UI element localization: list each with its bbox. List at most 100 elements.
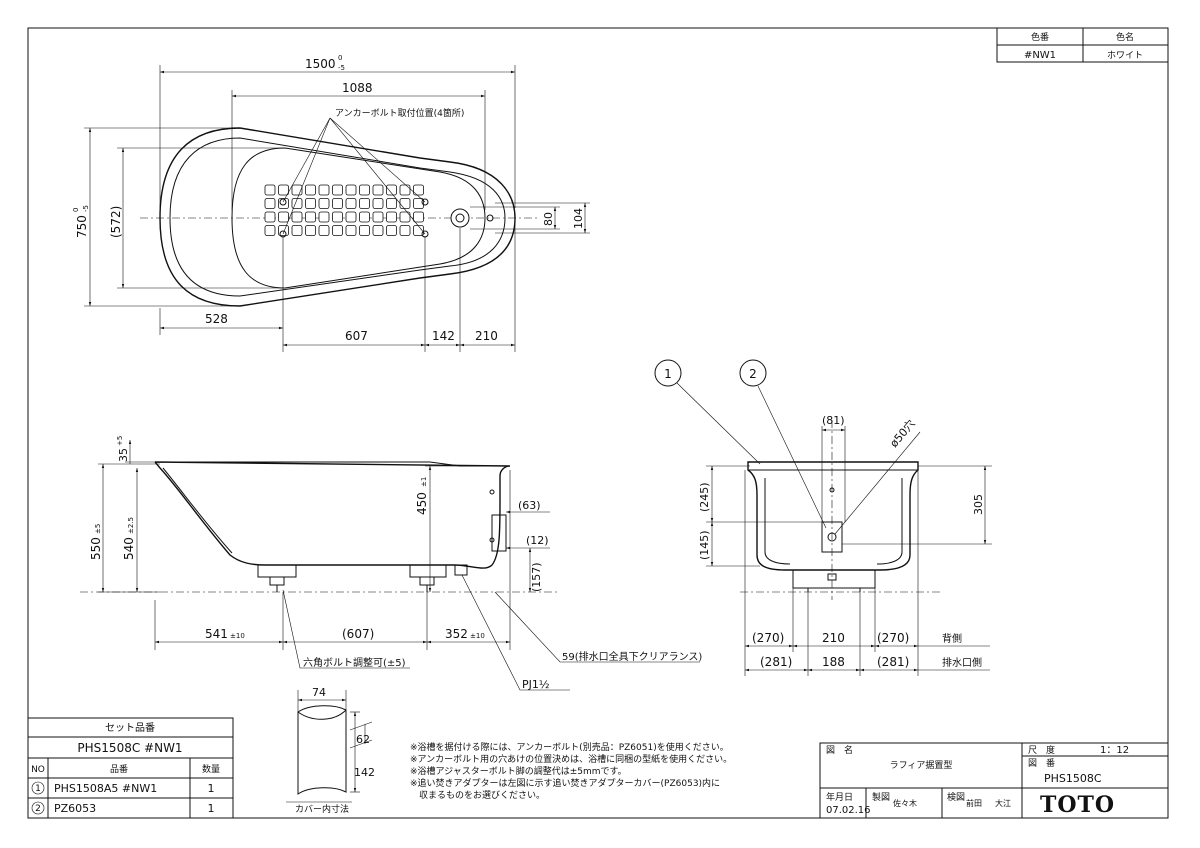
- label-made: 製図: [872, 791, 890, 803]
- row1-qty: 1: [208, 782, 215, 795]
- dim-62: 62: [356, 733, 370, 746]
- dim-352-tol: ±10: [470, 632, 485, 640]
- dim-572: (572): [109, 206, 123, 238]
- anchor-bolt-label: アンカーボルト取付位置(4箇所): [335, 107, 464, 119]
- cover-detail: 74 62 142 カバー内寸法: [286, 686, 375, 815]
- header-qty: 数量: [202, 763, 220, 775]
- dim-245: (245): [698, 482, 711, 512]
- dim-35: 35: [117, 448, 130, 462]
- anti-slip-square: [345, 198, 357, 209]
- dim-550: 550: [89, 537, 103, 560]
- label-check: 検図: [947, 791, 965, 803]
- dim-607: 607: [345, 329, 368, 343]
- foot-right: [409, 564, 447, 578]
- row2-part: PZ6053: [54, 802, 96, 815]
- color-code-header: 色番: [1031, 31, 1049, 43]
- date: 07.02.16: [826, 805, 871, 816]
- color-table: 色番 色名 #NW1 ホワイト: [996, 27, 1169, 63]
- balloon-1: [654, 359, 682, 387]
- maker: 佐々木: [893, 798, 917, 808]
- anti-slip-square: [413, 198, 424, 209]
- label-scale: 尺 度: [1028, 744, 1055, 756]
- sheet-border: [27, 27, 1169, 819]
- dim-210: 210: [475, 329, 498, 343]
- dim-12: (12): [526, 534, 549, 547]
- anti-slip-square: [305, 184, 316, 196]
- anti-slip-square: [318, 198, 330, 209]
- note-5: 収まるものをお選びください。: [410, 789, 545, 801]
- dim-142: 142: [432, 329, 455, 343]
- set-code: PHS1508C #NW1: [77, 741, 182, 755]
- dim-750-tol-top: 0: [72, 208, 80, 212]
- cover-caption: カバー内寸法: [295, 803, 349, 815]
- hex-bolt-note: 六角ボルト調整可(±5): [303, 656, 406, 669]
- anti-slip-square: [386, 211, 397, 223]
- anti-slip-square: [264, 198, 276, 209]
- row1-part: PHS1508A5 #NW1: [54, 782, 157, 795]
- note-4: ※追い焚きアダプターは左図に示す追い焚きアダプターカバー(PZ6053)内に: [410, 777, 720, 789]
- dim-750: 750: [75, 215, 89, 238]
- label-date: 年月日: [826, 791, 853, 803]
- anti-slip-square: [372, 211, 384, 223]
- dim-1500-tol-bottom: -5: [338, 64, 345, 72]
- anti-slip-square: [359, 198, 370, 209]
- dim-750-tol-bottom: -5: [82, 205, 90, 212]
- dim-607p: (607): [342, 627, 374, 641]
- dim-541: 541: [205, 627, 228, 641]
- dim-cover-142: 142: [354, 766, 375, 779]
- anti-slip-square: [332, 225, 343, 236]
- anti-slip-square: [291, 211, 303, 223]
- anti-slip-square: [413, 225, 424, 236]
- dim-450-tol: ±1: [420, 477, 428, 487]
- dim-145: (145): [698, 530, 711, 560]
- end-row1-c: (270): [877, 631, 909, 645]
- anti-slip-square: [386, 184, 397, 196]
- note-2: ※アンカーボルト用の穴あけの位置決めは、浴槽に同梱の型紙を使用ください。: [410, 753, 732, 765]
- label-drawing-no: 図 番: [1028, 757, 1055, 769]
- dim-540-tol: ±2.5: [127, 517, 135, 534]
- note-3: ※浴槽アジャスターボルト脚の調整代は±5mmです。: [410, 765, 627, 777]
- anti-slip-square: [413, 184, 424, 196]
- end-row1-a: (270): [752, 631, 784, 645]
- anti-slip-square: [305, 211, 316, 223]
- scale: 1：12: [1100, 745, 1129, 756]
- anti-slip-square: [386, 198, 397, 209]
- end-row1-b: 210: [822, 631, 845, 645]
- anti-slip-square: [345, 211, 357, 223]
- drain-circle-plan: [450, 208, 470, 228]
- plan-view: アンカーボルト取付位置(4箇所) 1500 0 -5 1088 750 0 -5…: [72, 54, 590, 352]
- anti-slip-square: [372, 225, 384, 236]
- toto-logo: TOTO: [1040, 792, 1115, 818]
- dim-35-tol: +5: [116, 436, 124, 446]
- dim-80: 80: [542, 212, 555, 226]
- anti-slip-grid: [264, 184, 424, 236]
- set-table-title: セット品番: [105, 722, 155, 734]
- tub-basin-plan: [231, 147, 486, 289]
- svg-text:2: 2: [749, 367, 757, 381]
- svg-text:1: 1: [664, 367, 672, 381]
- dim-352: 352: [445, 627, 468, 641]
- set-table: セット品番 PHS1508C #NW1 NO 品番 数量 1 PHS1508A5…: [27, 717, 234, 819]
- anti-slip-square: [305, 225, 316, 236]
- balloon-2: [739, 359, 767, 387]
- anti-slip-square: [332, 198, 343, 209]
- dim-157: (157): [530, 562, 543, 592]
- end-row2-b: 188: [822, 655, 845, 669]
- dim-541-tol: ±10: [230, 632, 245, 640]
- anti-slip-square: [399, 184, 411, 196]
- anti-slip-square: [399, 198, 411, 209]
- anti-slip-square: [264, 211, 276, 223]
- anti-slip-square: [264, 225, 276, 236]
- anti-slip-square: [399, 225, 411, 236]
- anti-slip-square: [318, 184, 330, 196]
- tub-outline-end: [747, 461, 919, 571]
- anti-slip-square: [332, 184, 343, 196]
- checker-2: 大江: [995, 798, 1011, 808]
- dim-1088: 1088: [342, 81, 373, 95]
- dim-63: (63): [518, 499, 541, 512]
- header-no: NO: [31, 765, 45, 775]
- anti-slip-square: [372, 198, 384, 209]
- anti-slip-square: [413, 211, 424, 223]
- anti-slip-square: [278, 211, 289, 223]
- anti-slip-square: [318, 225, 330, 236]
